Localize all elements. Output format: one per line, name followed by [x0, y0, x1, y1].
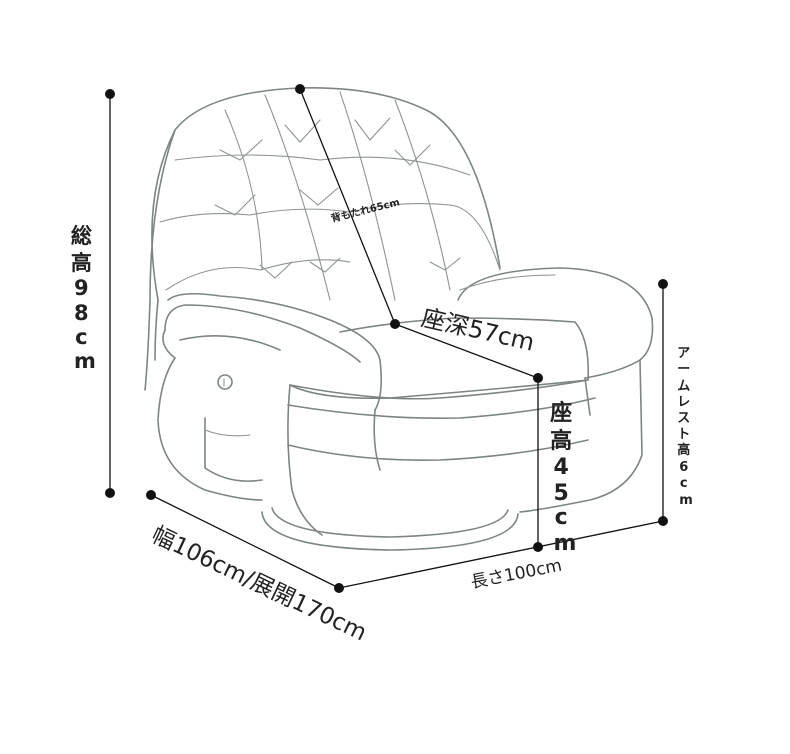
total-height-label-char: 8: [74, 301, 89, 325]
armrest-height-label-char: ー: [677, 362, 690, 377]
total-height-label-char: m: [74, 349, 96, 373]
armrest-height-label-char: ス: [677, 411, 690, 426]
total-height-label: 総 高 9 8 c m: [71, 224, 99, 373]
seat-height-label: 座 高 4 5 c m: [550, 400, 580, 556]
armrest-height-label-char: m: [679, 493, 693, 508]
seat-height-label-char: m: [554, 531, 577, 556]
seat-height-label-char: 高: [550, 428, 572, 454]
armrest-height-label-char: ト: [677, 427, 690, 442]
length-line: [338, 520, 664, 589]
armrest-height-label-char: 高: [677, 442, 690, 458]
armrest-height-label-char: レ: [677, 395, 690, 410]
seat-height-label-char: c: [555, 505, 568, 530]
seat-height-label-char: 座: [550, 400, 572, 426]
seat-depth-label: 座深57cm: [419, 304, 537, 357]
armrest-height-label-char: c: [680, 476, 688, 491]
armrest-height-label-char: ム: [677, 379, 690, 394]
recliner-chair-sketch: [144, 87, 654, 551]
seat-height-label-char: 4: [554, 455, 569, 480]
total-height-label-char: 高: [71, 251, 92, 275]
armrest-height-label: ア ー ム レ ス ト 高 6 c m: [677, 346, 695, 508]
backrest-line: [299, 88, 396, 325]
armrest-height-label-char: ア: [677, 346, 690, 361]
seat-depth-line: [394, 323, 539, 379]
armrest-height-label-char: 6: [679, 460, 688, 475]
total-height-label-char: 総: [71, 224, 92, 248]
seat-height-label-char: 5: [554, 481, 569, 506]
backrest-label: 背もたれ65cm: [330, 195, 401, 225]
length-label: 長さ100cm: [469, 556, 563, 593]
total-height-label-char: c: [75, 325, 87, 349]
total-height-label-char: 9: [74, 276, 89, 300]
width-line: [150, 494, 340, 589]
